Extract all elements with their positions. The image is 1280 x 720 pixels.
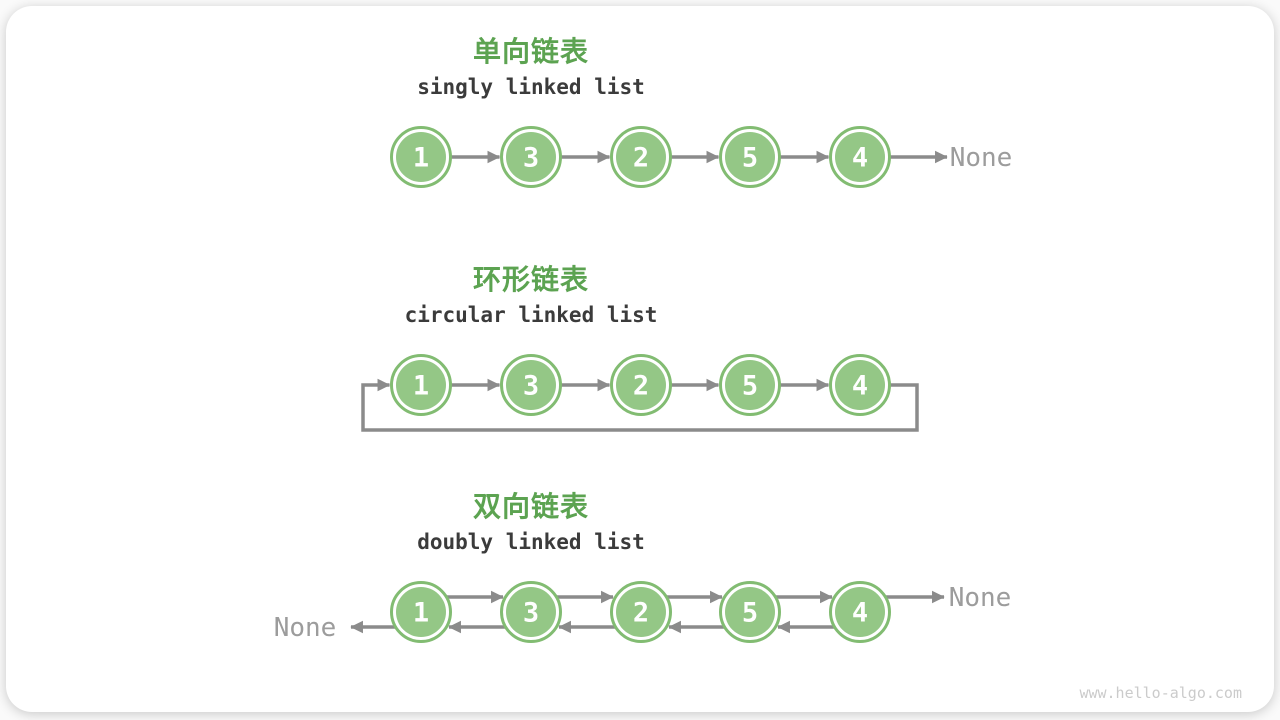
section-heading-singly: 单向链表 singly linked list xyxy=(0,35,1062,100)
section-title-circular: 环形链表 xyxy=(472,263,589,296)
none-label: None xyxy=(274,613,337,643)
section-subtitle-doubly: doubly linked list xyxy=(417,530,645,554)
list-node: 2 xyxy=(610,581,672,643)
section-heading-circular: 环形链表 circular linked list xyxy=(0,263,1062,328)
node-circle xyxy=(835,360,885,410)
node-circle xyxy=(616,360,666,410)
circular-linked-list-diagram: 1 3 2 5 4 xyxy=(0,338,1280,446)
list-node: 5 xyxy=(719,354,781,416)
list-node: 5 xyxy=(719,581,781,643)
none-label: None xyxy=(949,583,1012,613)
node-value: 4 xyxy=(852,598,868,629)
node-value: 1 xyxy=(413,371,429,402)
singly-diagram-svg: None 1 3 2 5 4 xyxy=(390,126,1013,188)
list-node: 2 xyxy=(610,354,672,416)
list-node: 4 xyxy=(829,126,891,188)
section-subtitle-singly: singly linked list xyxy=(417,75,645,99)
node-value: 3 xyxy=(523,143,539,174)
section-title-doubly: 双向链表 xyxy=(472,490,589,523)
circular-diagram-svg: 1 3 2 5 4 xyxy=(361,354,919,432)
list-node: 3 xyxy=(500,581,562,643)
node-value: 2 xyxy=(633,598,649,629)
singly-linked-list-diagram: None 1 3 2 5 4 xyxy=(0,110,1280,206)
list-node: 1 xyxy=(390,126,452,188)
node-circle xyxy=(506,587,556,637)
section-heading-doubly: 双向链表 doubly linked list xyxy=(0,490,1062,555)
node-value: 1 xyxy=(413,143,429,174)
node-value: 3 xyxy=(523,598,539,629)
node-circle xyxy=(396,360,446,410)
section-title-singly: 单向链表 xyxy=(472,35,589,68)
list-node: 4 xyxy=(829,581,891,643)
section-subtitle-circular: circular linked list xyxy=(404,303,658,327)
node-value: 2 xyxy=(633,371,649,402)
node-value: 5 xyxy=(742,143,758,174)
node-circle xyxy=(616,132,666,182)
node-value: 5 xyxy=(742,371,758,402)
node-value: 4 xyxy=(852,143,868,174)
node-circle xyxy=(725,132,775,182)
node-value: 4 xyxy=(852,371,868,402)
node-value: 1 xyxy=(413,598,429,629)
node-circle xyxy=(725,587,775,637)
node-circle xyxy=(396,587,446,637)
list-node: 5 xyxy=(719,126,781,188)
list-node: 4 xyxy=(829,354,891,416)
node-circle xyxy=(506,132,556,182)
list-node: 3 xyxy=(500,126,562,188)
watermark: www.hello-algo.com xyxy=(1079,684,1242,702)
node-circle xyxy=(616,587,666,637)
node-value: 5 xyxy=(742,598,758,629)
list-node: 2 xyxy=(610,126,672,188)
loop-back-arrow xyxy=(361,378,919,432)
node-circle xyxy=(835,132,885,182)
list-node: 3 xyxy=(500,354,562,416)
node-value: 3 xyxy=(523,371,539,402)
none-label: None xyxy=(950,143,1013,173)
node-circle xyxy=(506,360,556,410)
node-circle xyxy=(835,587,885,637)
node-value: 2 xyxy=(633,143,649,174)
list-node: 1 xyxy=(390,581,452,643)
list-node: 1 xyxy=(390,354,452,416)
node-circle xyxy=(396,132,446,182)
node-circle xyxy=(725,360,775,410)
